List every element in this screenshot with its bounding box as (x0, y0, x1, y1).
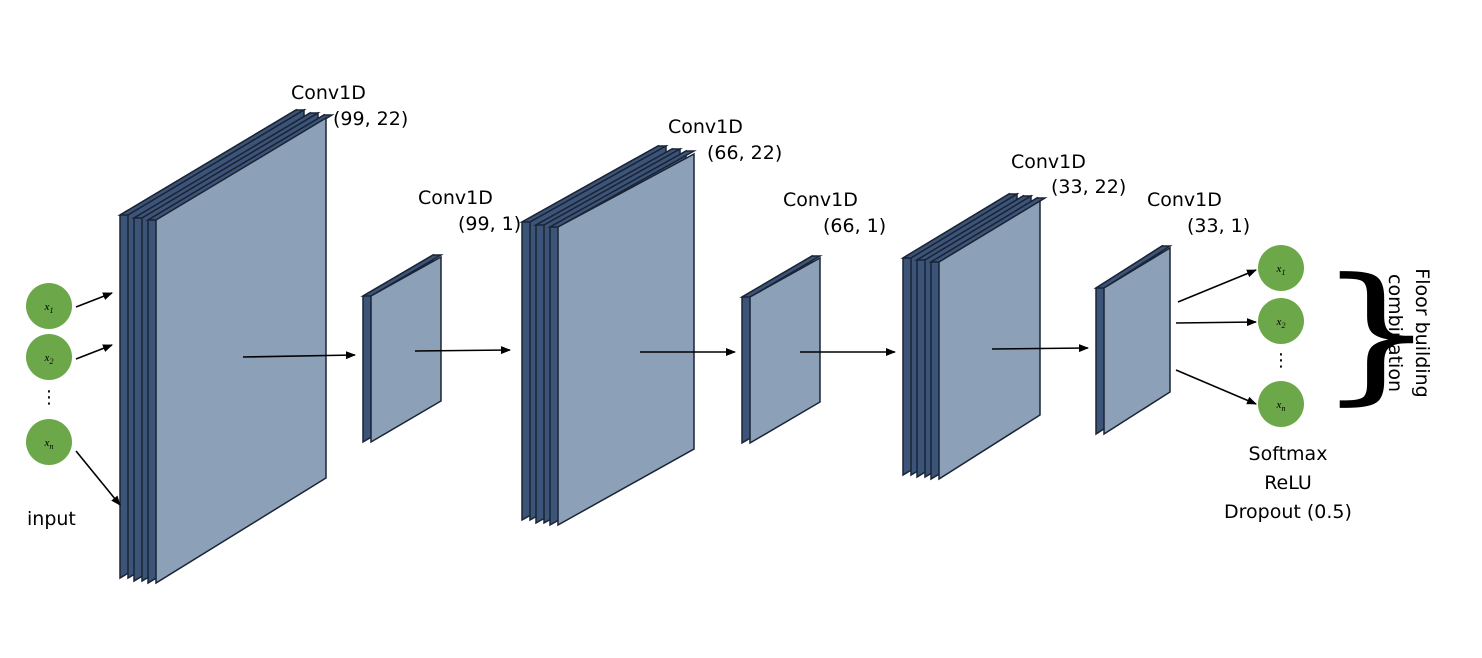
activation-labels: Softmax ReLU Dropout (0.5) (1224, 443, 1352, 523)
input-node-1-sub: 1 (49, 306, 53, 315)
output-node-n: xn (1258, 381, 1304, 427)
output-node-2: x2 (1258, 298, 1304, 344)
layer-2-shape: (99, 1) (458, 213, 521, 235)
arrow-l2-l3 (414, 346, 511, 355)
arrow-l5-l6 (991, 344, 1089, 353)
layer-5-name: Conv1D (1011, 151, 1086, 173)
input-label: input (27, 508, 76, 530)
input-ellipsis: ⋮ (40, 387, 58, 408)
input-node-2-base: x (44, 352, 50, 364)
arrow-out-2 (1175, 318, 1257, 327)
svg-text:x2: x2 (44, 352, 54, 366)
output-brace: } (1316, 247, 1437, 419)
activation-dropout: Dropout (0.5) (1224, 501, 1352, 523)
activation-softmax: Softmax (1249, 443, 1328, 465)
arrow-in-n (75, 450, 121, 506)
arrow-l1-l2 (242, 351, 356, 360)
layer-arrows (75, 269, 1257, 506)
layer-conv1d-99-22 (117, 108, 335, 585)
output-node-n-sub: n (1281, 404, 1285, 413)
output-label-line1: Floor building (1411, 268, 1433, 397)
layer-1-name: Conv1D (291, 82, 366, 104)
input-node-2: x2 (26, 334, 72, 380)
output-node-n-base: x (1276, 399, 1282, 411)
arrow-in-2 (75, 344, 113, 360)
layer-conv1d-33-22 (900, 192, 1048, 481)
layer-3-shape: (66, 22) (707, 142, 782, 164)
svg-text:xn: xn (44, 437, 54, 451)
arrow-in-1 (75, 292, 113, 308)
arrow-out-1 (1177, 269, 1257, 303)
layer-labels: Conv1D (99, 22) Conv1D (99, 1) Conv1D (6… (291, 82, 1250, 237)
layer-4-name: Conv1D (783, 189, 858, 211)
layer-conv1d-33-1 (1093, 244, 1173, 436)
layer-6-name: Conv1D (1147, 189, 1222, 211)
activation-relu: ReLU (1264, 472, 1312, 494)
arrow-out-n (1175, 369, 1257, 405)
layer-6-shape: (33, 1) (1187, 215, 1250, 237)
layer-conv1d-66-1 (739, 254, 823, 445)
output-label-line2: combination (1384, 274, 1406, 392)
svg-text:xn: xn (1276, 399, 1286, 413)
layer-1-shape: (99, 22) (333, 108, 408, 130)
output-node-1-base: x (1276, 263, 1282, 275)
output-node-1-sub: 1 (1281, 268, 1285, 277)
svg-text:x1: x1 (1276, 263, 1286, 277)
input-node-2-sub: 2 (49, 357, 53, 366)
layer-2-name: Conv1D (418, 187, 493, 209)
input-node-1-base: x (44, 301, 50, 313)
layer-3-name: Conv1D (668, 116, 743, 138)
layer-conv1d-99-1 (360, 253, 444, 444)
output-combination-label: Floor building combination (1384, 268, 1433, 397)
input-node-1: x1 (26, 283, 72, 329)
svg-text:x2: x2 (1276, 316, 1286, 330)
input-node-n: xn (26, 419, 72, 465)
output-ellipsis: ⋮ (1272, 350, 1290, 371)
layer-conv1d-66-22 (519, 144, 697, 527)
layer-5-shape: (33, 22) (1051, 176, 1126, 198)
output-node-1: x1 (1258, 245, 1304, 291)
output-node-2-sub: 2 (1281, 321, 1285, 330)
input-node-n-base: x (44, 437, 50, 449)
input-node-n-sub: n (49, 442, 53, 451)
svg-text:x1: x1 (44, 301, 54, 315)
output-nodes: x1 x2 ⋮ xn (1258, 245, 1304, 427)
layer-4-shape: (66, 1) (823, 215, 886, 237)
input-nodes: x1 x2 ⋮ xn input (26, 283, 76, 530)
output-node-2-base: x (1276, 316, 1282, 328)
